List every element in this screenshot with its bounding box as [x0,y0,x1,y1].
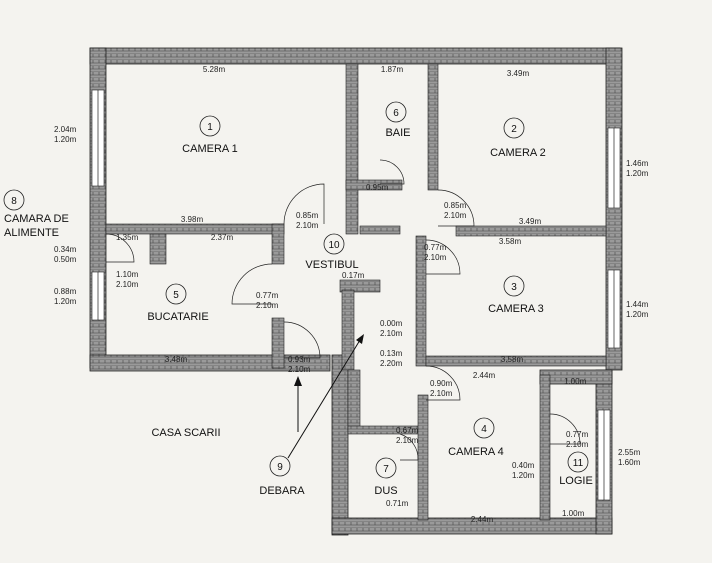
dimension-label: 1.20m [54,135,77,144]
dimension-label: 3.49m [507,69,530,78]
room-number-6: 6 [393,108,399,119]
dimension-label: 2.10m [566,440,589,449]
dimension-label: 2.10m [296,221,319,230]
dimension-label: 0.85m [444,201,467,210]
room-label-baie: BAIE [385,127,410,139]
dimension-label: 0.90m [430,379,453,388]
dimension-label: 2.44m [473,371,496,380]
dimension-label: 3.58m [499,237,522,246]
dimension-label: 0.95m [366,183,389,192]
dimension-label: 1.00m [564,377,587,386]
dimension-label: 1.20m [54,297,77,306]
room-labels: 1 CAMERA 1 6 BAIE 2 CAMERA 2 10 VESTIBUL… [3,101,593,497]
windows [91,89,621,501]
dimension-label: 1.87m [381,65,404,74]
room-label-camera-4: CAMERA 4 [448,446,504,458]
room-label-vestibul: VESTIBUL [305,259,358,271]
dimension-label: 0.67m [396,426,419,435]
dimension-label: 0.13m [380,349,403,358]
annotation-arrows [287,334,364,459]
dimension-label: 0.85m [296,211,319,220]
room-number-8: 8 [11,196,17,207]
dimension-label: 2.10m [288,365,311,374]
dimension-label: 3.58m [501,355,524,364]
dimension-label: 2.20m [380,359,403,368]
dimension-label: 1.20m [626,310,649,319]
dimension-label: 0.77m [256,291,279,300]
dimension-label: 3.49m [519,217,542,226]
dimension-label: 2.10m [424,253,447,262]
dimension-label: 2.10m [116,280,139,289]
interior-walls [105,63,607,521]
dimension-label: 2.04m [54,125,77,134]
dimension-label: 0.93m [288,355,311,364]
dimension-label: 1.10m [116,270,139,279]
room-number-1: 1 [207,122,213,133]
room-number-9: 9 [277,462,283,473]
dimension-label: 0.40m [512,461,535,470]
dimension-label: 1.20m [512,471,535,480]
room-number-5: 5 [173,290,179,301]
dimension-label: 2.44m [471,515,494,524]
stairwell-label: CASA SCARII [151,427,220,439]
room-number-4: 4 [481,424,487,435]
room-label-logie: LOGIE [559,475,593,487]
dimension-label: 5.28m [203,65,226,74]
dimension-label: 0.17m [342,271,365,280]
room-label-debara: DEBARA [259,485,305,497]
room-label-camera-1: CAMERA 1 [182,143,238,155]
room-label-camera-2: CAMERA 2 [490,147,546,159]
dimension-label: 2.10m [380,329,403,338]
dimension-label: 1.20m [626,169,649,178]
dimension-label: 0.00m [380,319,403,328]
dimension-label: 2.10m [430,389,453,398]
dimension-label: 2.37m [211,233,234,242]
dimension-labels: 5.28m 3.98m 2.04m 1.20m 1.87m 3.49m 3.49… [54,65,649,524]
room-number-10: 10 [328,240,340,251]
room-label-camara-2: ALIMENTE [4,227,59,239]
dimension-label: 2.55m [618,448,641,457]
room-number-2: 2 [511,124,517,135]
dimension-label: 1.60m [618,458,641,467]
dimension-label: 0.34m [54,245,77,254]
dimension-label: 0.77m [566,430,589,439]
dimension-label: 1.46m [626,159,649,168]
dimension-label: 0.88m [54,287,77,296]
room-label-camera-3: CAMERA 3 [488,303,544,315]
dimension-label: 2.10m [256,301,279,310]
room-number-11: 11 [573,458,584,469]
dimension-label: 2.10m [444,211,467,220]
room-label-dus: DUS [374,485,397,497]
dimension-label: 3.48m [165,355,188,364]
dimension-label: 2.10m [396,436,419,445]
dimension-label: 1.00m [562,509,585,518]
dimension-label: 0.50m [54,255,77,264]
dimension-label: 0.77m [424,243,447,252]
dimension-label: 1.44m [626,300,649,309]
dimension-label: 3.98m [181,215,204,224]
door-swings [105,159,581,461]
dimension-label: 1.35m [116,233,139,242]
room-label-camara-1: CAMARA DE [4,213,69,225]
room-label-bucatarie: BUCATARIE [147,311,208,323]
room-number-3: 3 [511,282,517,293]
dimension-label: 0.71m [386,499,409,508]
room-number-7: 7 [383,464,389,475]
